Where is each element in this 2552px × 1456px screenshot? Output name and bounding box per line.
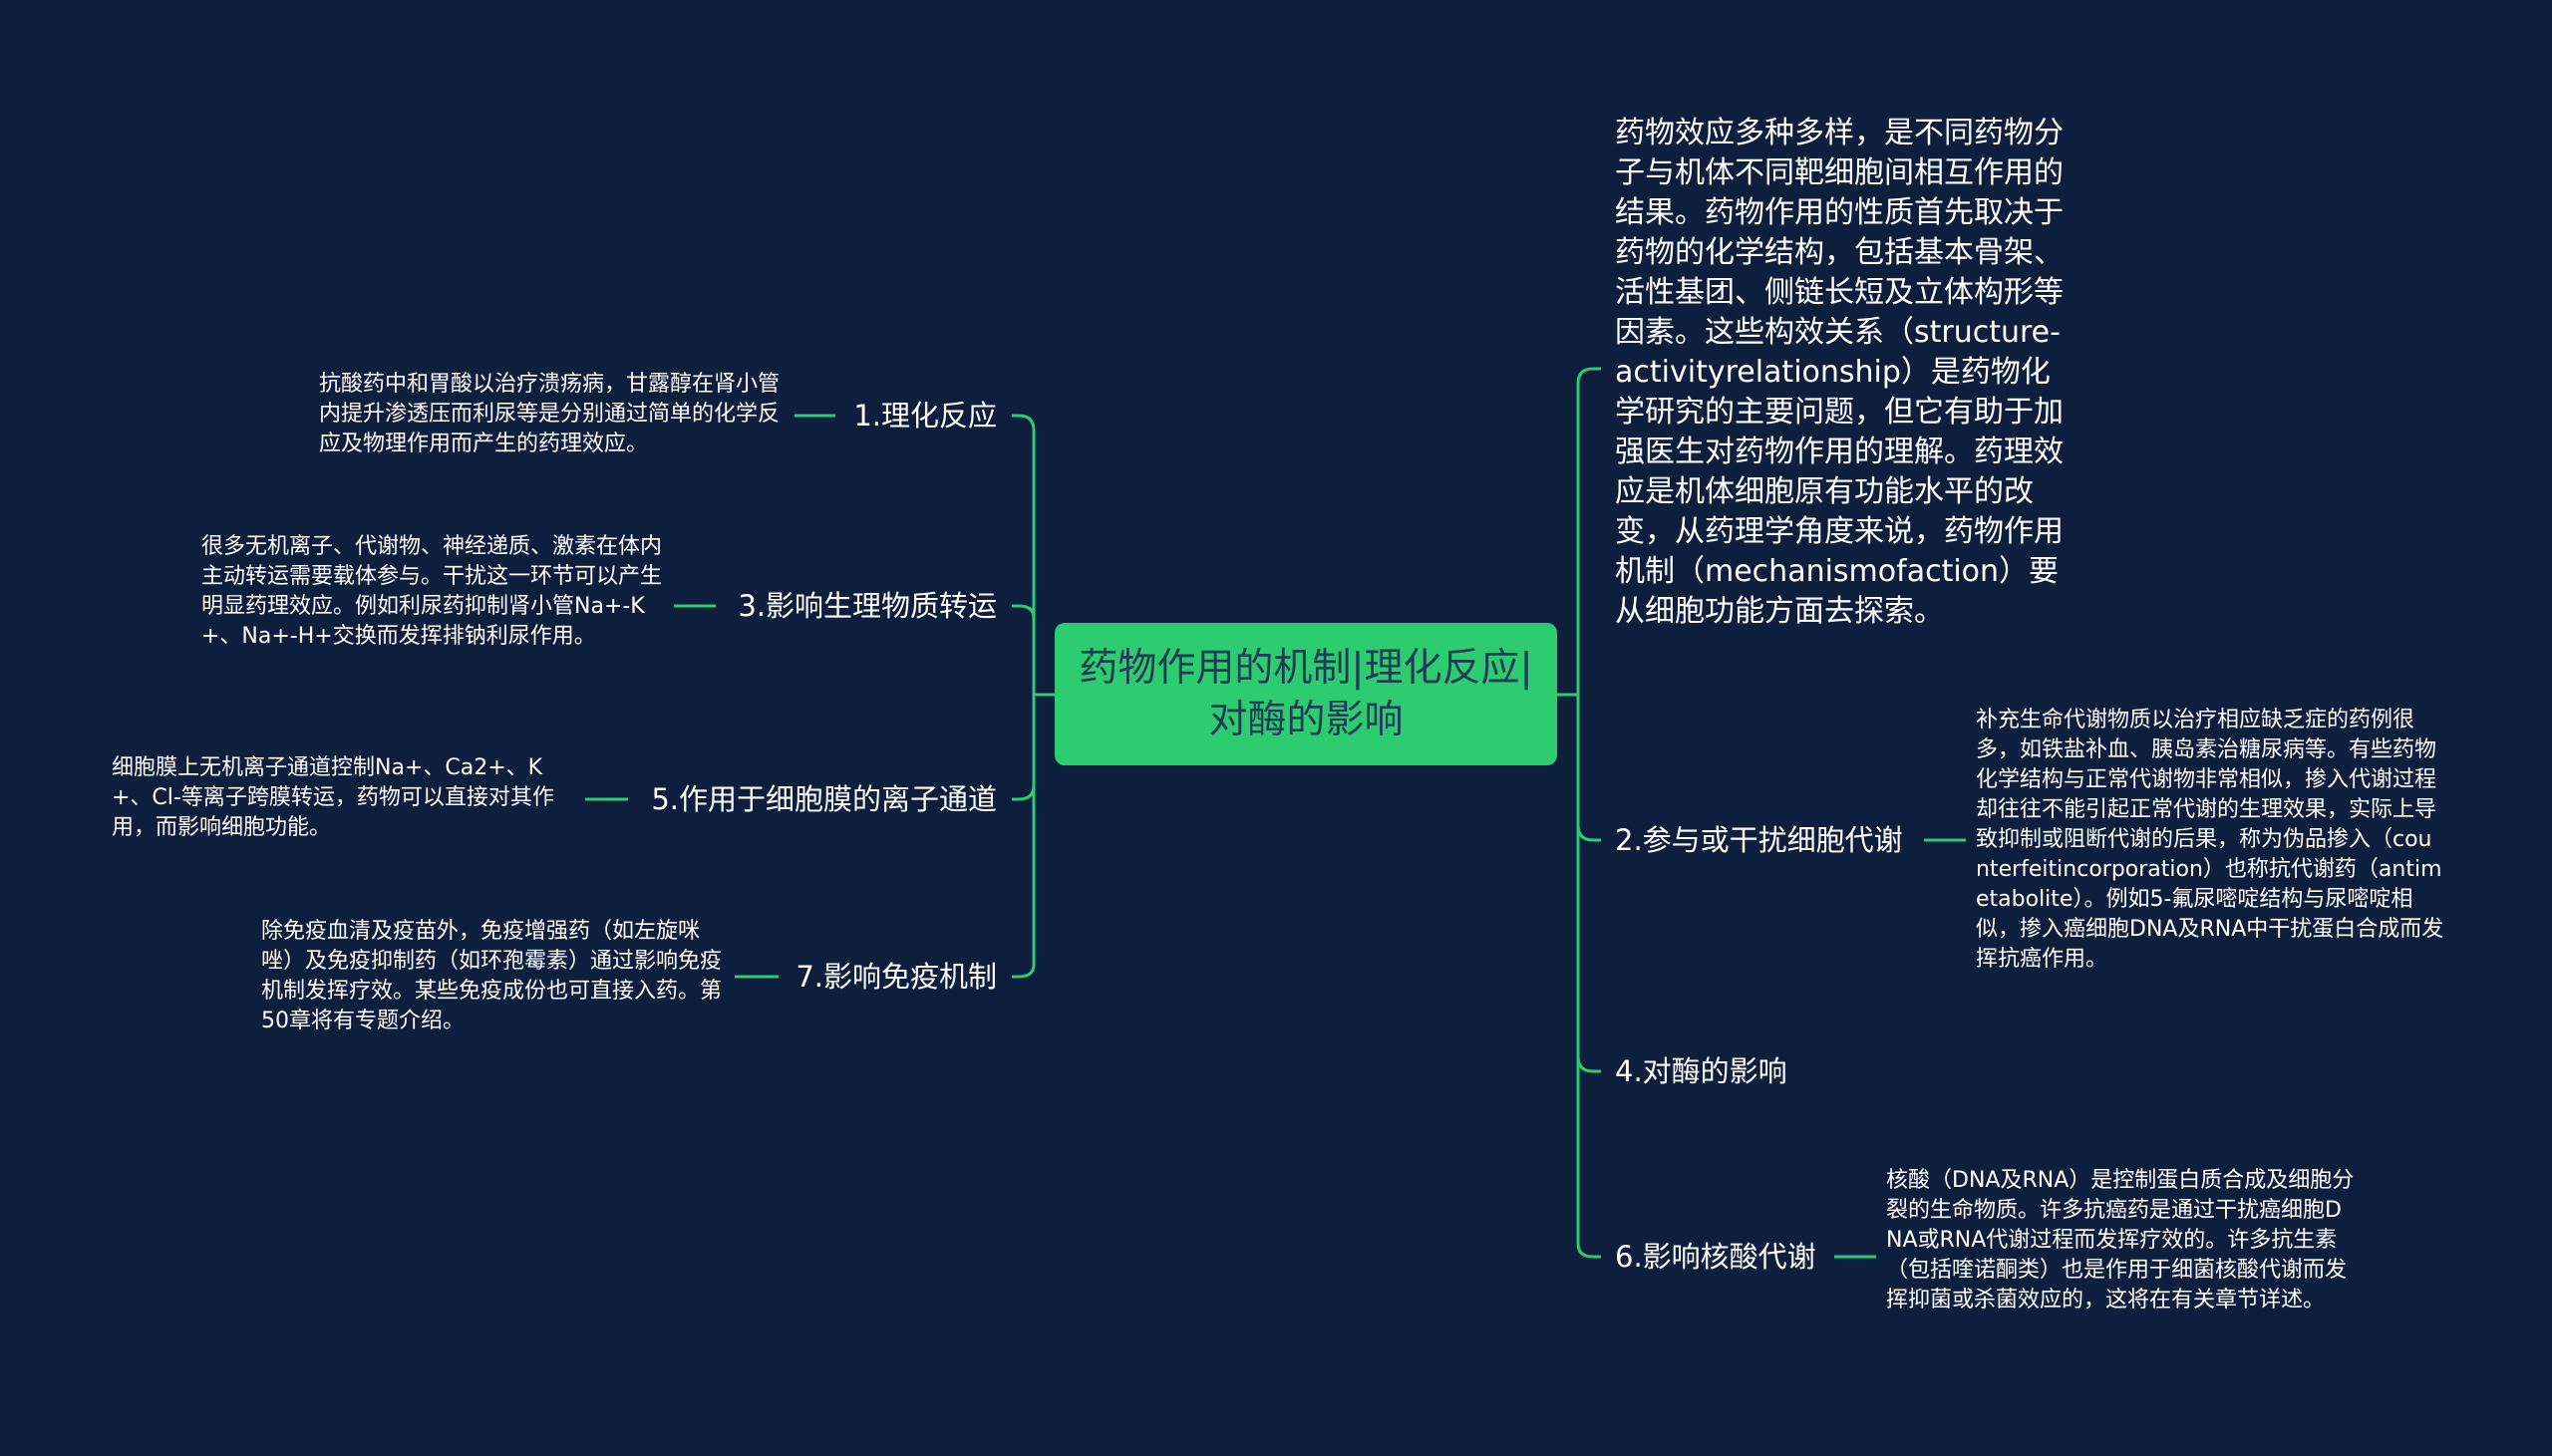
note-2-cell-metabolism: 补充生命代谢物质以治疗相应缺乏症的药例很多，如铁盐补血、胰岛素治糖尿病等。有些药… xyxy=(1976,708,2444,972)
connector-left-5 xyxy=(1012,784,1036,801)
branch-5-ion-channels[interactable]: 5.作用于细胞膜的离子通道 xyxy=(651,782,997,816)
connector-left-7 xyxy=(1012,964,1036,979)
note-1-physicochemical: 抗酸药中和胃酸以治疗溃疡病，甘露醇在肾小管内提升渗透压而利尿等是分别通过简单的化… xyxy=(319,372,781,456)
connector-right-6 xyxy=(1576,1243,1601,1259)
connector-right-0 xyxy=(1576,367,1601,385)
branch-3-physiological-transport[interactable]: 3.影响生理物质转运 xyxy=(738,589,997,623)
connector-right-2 xyxy=(1576,824,1601,842)
branch-2-cell-metabolism[interactable]: 2.参与或干扰细胞代谢 xyxy=(1615,823,1903,857)
note-3-physiological-transport: 很多无机离子、代谢物、神经递质、激素在体内主动转运需要载体参与。干扰这一环节可以… xyxy=(201,534,663,649)
branch-7-immune[interactable]: 7.影响免疫机制 xyxy=(796,960,997,994)
note-7-immune: 除免疫血清及疫苗外，免疫增强药（如左旋咪唑）及免疫抑制药（如环孢霉素）通过影响免… xyxy=(261,919,723,1033)
connector-left-3 xyxy=(1012,604,1036,619)
central-topic[interactable]: 药物作用的机制|理化反应|对酶的影响 xyxy=(1055,623,1557,765)
note-5-ion-channels: 细胞膜上无机离子通道控制Na+、Ca2+、K+、Cl-等离子跨膜转运，药物可以直… xyxy=(112,755,554,840)
branch-4-enzyme[interactable]: 4.对酶的影响 xyxy=(1615,1054,1787,1088)
branch-1-physicochemical[interactable]: 1.理化反应 xyxy=(853,399,997,433)
connector-left-1 xyxy=(1012,414,1036,432)
branch-0-overview[interactable]: 药物效应多种多样，是不同药物分子与机体不同靶细胞间相互作用的结果。药物作用的性质… xyxy=(1615,116,2064,629)
connector-right-4 xyxy=(1576,1055,1601,1073)
central-topic-label: 药物作用的机制|理化反应|对酶的影响 xyxy=(1079,645,1533,742)
branch-6-nucleic-acid[interactable]: 6.影响核酸代谢 xyxy=(1615,1240,1816,1274)
note-6-nucleic-acid: 核酸（DNA及RNA）是控制蛋白质合成及细胞分裂的生命物质。许多抗癌药是通过干扰… xyxy=(1886,1168,2355,1312)
